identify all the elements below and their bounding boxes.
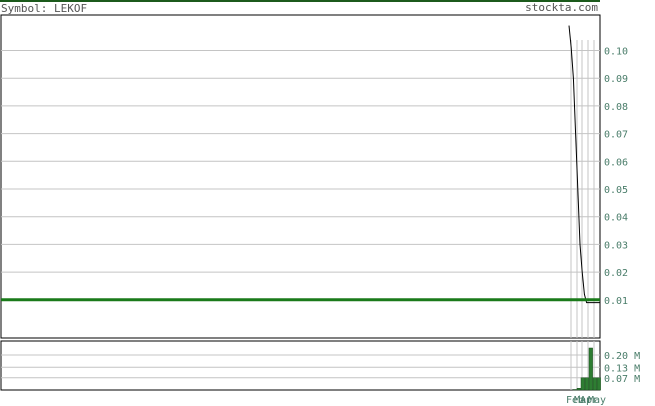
volume-bar: [584, 377, 589, 391]
price-tick-label: 0.07: [604, 130, 628, 141]
price-tick-label: 0.02: [604, 268, 628, 279]
volume-bar: [572, 389, 577, 391]
volume-bar: [596, 377, 601, 391]
volume-tick-label: 0.07 M: [604, 374, 640, 385]
volume-bar: [592, 377, 597, 391]
x-tick-label: May: [588, 395, 606, 406]
x-tick-label: Feb: [566, 395, 584, 406]
price-tick-label: 0.10: [604, 47, 628, 58]
x-tick-label: Apr: [580, 395, 598, 406]
price-panel: 0.10 0.09 0.08 0.07 0.06 0.05 0.04 0.03 0.02 0.01: [0, 14, 628, 339]
price-tick-label: 0.01: [604, 296, 628, 307]
price-frame: [0, 14, 601, 339]
volume-panel: 0.20 M0.13 M0.07 M: [0, 340, 640, 391]
price-tick-label: 0.06: [604, 157, 628, 168]
price-tick-label: 0.09: [604, 74, 628, 85]
price-tick-label: 0.08: [604, 102, 628, 113]
site-label: stockta.com: [525, 1, 598, 14]
volume-bar: [576, 388, 581, 391]
volume-tick-label: 0.13 M: [604, 363, 640, 374]
price-tick-label: 0.03: [604, 240, 628, 251]
x-tick-label: Mar: [574, 395, 592, 406]
price-tick-label: 0.04: [604, 213, 628, 224]
symbol-label: Symbol: LEKOF: [1, 2, 87, 15]
price-tick-label: 0.05: [604, 185, 628, 196]
volume-frame: [0, 340, 601, 391]
volume-tick-label: 0.20 M: [604, 351, 640, 362]
price-series-line: [568, 25, 600, 304]
volume-bar: [588, 347, 593, 391]
volume-bar: [580, 377, 585, 391]
